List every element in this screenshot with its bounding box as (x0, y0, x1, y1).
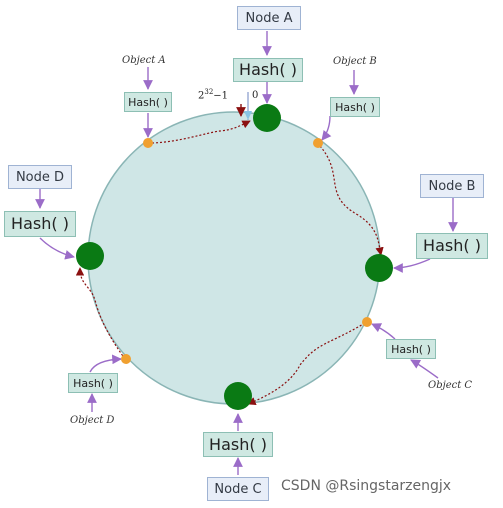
node-a-hash: Hash( ) (233, 58, 303, 82)
ring-max-base: 2 (198, 90, 205, 102)
object-c-dot (362, 317, 372, 327)
node-c-dot (224, 382, 252, 410)
object-a-dot (143, 138, 153, 148)
node-b-label: Node B (420, 174, 484, 198)
zero-pointer (244, 111, 252, 120)
object-b-hash: Hash( ) (330, 97, 380, 117)
object-a-hash: Hash( ) (124, 92, 172, 112)
ring-max-exp: 32 (204, 88, 214, 96)
ring-max-label: 232−1 (198, 88, 228, 101)
ring-max-tail: −1 (213, 90, 229, 102)
object-c-hash: Hash( ) (386, 339, 436, 359)
node-d-label: Node D (8, 165, 72, 189)
node-arrows (35, 31, 458, 475)
object-d-hash: Hash( ) (68, 373, 118, 393)
node-c-hash: Hash( ) (203, 432, 273, 457)
watermark: CSDN @Rsingstarzengjx (281, 478, 452, 494)
object-b-dot (313, 138, 323, 148)
node-d-dot (76, 242, 104, 270)
node-d-hash: Hash( ) (4, 211, 76, 237)
object-c-label: Object C (428, 380, 473, 391)
hash-ring (87, 111, 381, 405)
object-paths (75, 120, 384, 406)
node-b-dot (365, 254, 393, 282)
ring-zero-label: 0 (252, 90, 259, 101)
node-c-label: Node C (207, 477, 269, 501)
object-a-label: Object A (122, 55, 166, 66)
node-a-dot (253, 104, 281, 132)
node-a-label: Node A (237, 6, 301, 30)
node-b-hash: Hash( ) (416, 233, 488, 259)
object-d-dot (121, 354, 131, 364)
object-d-label: Object D (70, 415, 115, 426)
object-b-label: Object B (333, 56, 377, 67)
